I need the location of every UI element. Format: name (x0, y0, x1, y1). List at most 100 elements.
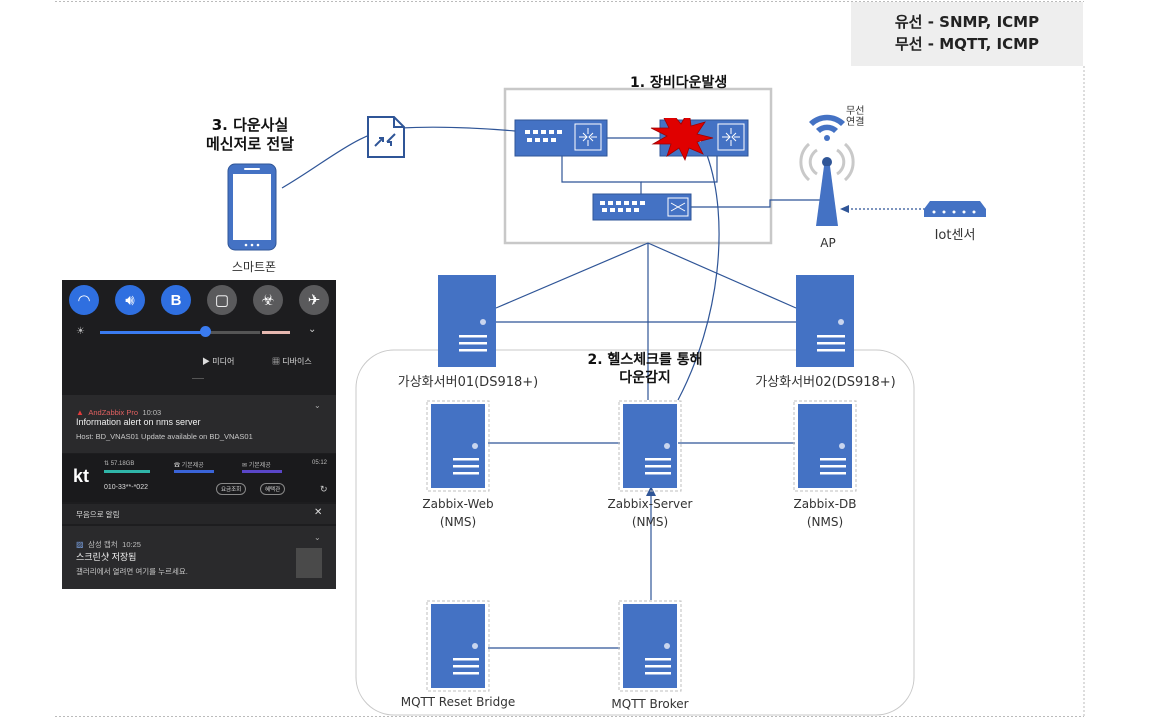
notif2-time: 10:25 (122, 540, 141, 549)
nas-server-2-label: 가상화서버02(DS918+) (755, 375, 896, 390)
zabbix-web-server-icon (426, 400, 490, 492)
expand-icon[interactable]: ⌄ (314, 533, 321, 542)
close-icon[interactable]: ✕ (314, 507, 323, 518)
warning-icon: ▲ (76, 408, 84, 417)
wifi-icon (809, 114, 845, 141)
device-button[interactable]: ▦ 디바이스 (272, 356, 312, 367)
notif1-body: Host: BD_VNAS01 Update available on BD_V… (76, 432, 253, 441)
ap-wireless-line2: 연결 (846, 117, 865, 128)
kt-logo: kt (73, 466, 90, 486)
zabbix-server-line1: Zabbix-Server (607, 497, 693, 511)
mqtt-broker-icon (618, 600, 682, 692)
media-label: 미디어 (212, 357, 235, 366)
step2-line1: 2. 헬스체크를 통해 (587, 352, 703, 368)
kt-bill-button[interactable]: 요금조회 (216, 483, 247, 495)
ap-wireless-line1: 무선 (846, 106, 865, 117)
rotation-lock-icon: ▢ (214, 292, 230, 309)
zabbix-web-label: Zabbix-Web (NMS) (398, 495, 518, 531)
step3-line1: 3. 다운사실 (211, 116, 289, 134)
kt-clock: 05:12 (312, 460, 328, 466)
kt-data-bar (104, 470, 150, 473)
ap-label: AP (820, 236, 836, 250)
image-icon: ▨ (76, 540, 84, 549)
explosion-icon (650, 118, 714, 162)
access-point-icon (799, 114, 855, 226)
volume-toggle[interactable]: 🔊︎ (115, 285, 145, 315)
zabbix-db-label: Zabbix-DB (NMS) (765, 495, 885, 531)
kt-sms-bar (242, 470, 282, 473)
play-icon: ▶ (202, 357, 210, 366)
brightness-slider-track (205, 331, 260, 334)
kt-call: ☎ 기본제공 (174, 463, 204, 469)
flashlight-icon: ☣ (261, 292, 275, 309)
kt-data: ⇅ 57.18GB (104, 461, 135, 467)
screenshot-header: ▨ 삼성 캡처 10:25 (76, 534, 141, 552)
kt-sms: ✉ 기본제공 (242, 463, 271, 469)
notif1-time: 10:03 (142, 408, 162, 417)
messenger-file-icon (367, 116, 405, 158)
ap-wireless-label: 무선 연결 (846, 106, 864, 128)
wifi-toggle[interactable]: ◠ (69, 285, 99, 315)
step3-label: 3. 다운사실 메신저로 전달 (180, 116, 320, 154)
step1-label: 1. 장비다운발생 (630, 75, 728, 91)
legend-wireless: 무선 - MQTT, ICMP (894, 35, 1040, 53)
brightness-slider-fill (100, 331, 205, 334)
brightness-icon: ☀ (76, 326, 85, 337)
iot-sensor-icon (924, 201, 986, 217)
kt-data-value: 57.18GB (110, 461, 135, 467)
devices-icon: ▦ (272, 357, 280, 366)
kt-call-bar (174, 470, 214, 473)
notif1-app: AndZabbix Pro (88, 408, 138, 417)
mqtt-reset-bridge-label: MQTT Reset Bridge (400, 695, 516, 709)
notif2-app: 삼성 캡처 (88, 540, 118, 549)
chevron-down-icon[interactable]: ⌄ (308, 324, 317, 335)
zabbix-web-line2: (NMS) (439, 515, 477, 529)
mqtt-broker-label: MQTT Broker (611, 697, 689, 711)
zabbix-server-label: Zabbix-Server (NMS) (588, 495, 712, 531)
l2-switch-icon (592, 193, 692, 221)
brightness-extra-bar (262, 331, 290, 334)
kt-widget[interactable]: kt ⇅ 57.18GB ☎ 기본제공 ✉ 기본제공 05:12 010-33*… (62, 454, 336, 502)
legend-wired: 유선 - SNMP, ICMP (894, 13, 1040, 31)
zabbix-web-line1: Zabbix-Web (422, 497, 494, 511)
zabbix-db-server-icon (793, 400, 857, 492)
airplane-icon: ✈ (307, 292, 321, 309)
bluetooth-icon: B (170, 291, 182, 309)
refresh-icon[interactable]: ↻ (320, 484, 328, 494)
notif2-title: 스크린샷 저장됨 (76, 552, 137, 562)
kt-call-value: 기본제공 (181, 463, 204, 469)
volume-icon: 🔊︎ (125, 291, 135, 309)
zabbix-server-line2: (NMS) (631, 515, 669, 529)
kt-benefit-button[interactable]: 혜택관 (260, 483, 286, 495)
nas-server-1-label: 가상화서버01(DS918+) (397, 375, 539, 390)
airplane-toggle[interactable]: ✈ (299, 285, 329, 315)
rotation-lock-toggle[interactable]: ▢ (207, 285, 237, 315)
silent-section-header: 무음으로 알림 ✕ (62, 504, 336, 524)
device-label: 디바이스 (282, 357, 312, 366)
kt-sms-value: 기본제공 (248, 463, 271, 469)
andzabbix-header: ▲ AndZabbix Pro 10:03 (76, 402, 161, 420)
phone-notification-panel: ◠ 🔊︎ B ▢ ☣ ✈ ☀ ⌄ ▶ 미디어 ▦ 디바이스 ▲ AndZabbi… (62, 280, 336, 589)
mqtt-reset-bridge-icon (426, 600, 490, 692)
step2-label: 2. 헬스체크를 통해 다운감지 (560, 351, 730, 387)
notif1-title: Information alert on nms server (76, 417, 201, 427)
brightness-slider-thumb[interactable] (200, 326, 211, 337)
flashlight-toggle[interactable]: ☣ (253, 285, 283, 315)
andzabbix-notification[interactable]: ▲ AndZabbix Pro 10:03 ⌄ Information aler… (62, 395, 336, 453)
smartphone-label: 스마트폰 (231, 260, 277, 274)
silent-label: 무음으로 알림 (76, 510, 120, 519)
bluetooth-toggle[interactable]: B (161, 285, 191, 315)
zabbix-db-line1: Zabbix-DB (793, 497, 857, 511)
expand-icon[interactable]: ⌄ (314, 401, 321, 410)
nas-server-2-icon (796, 275, 854, 367)
step3-line2: 메신저로 전달 (205, 135, 295, 153)
screenshot-notification[interactable]: ▨ 삼성 캡처 10:25 ⌄ 스크린샷 저장됨 갤러리에서 열려면 여기를 누… (62, 526, 336, 589)
protocol-legend: 유선 - SNMP, ICMP 무선 - MQTT, ICMP (851, 2, 1083, 66)
kt-phone-number: 010-33**-*022 (104, 484, 148, 491)
notif2-body: 갤러리에서 열려면 여기를 누르세요. (76, 567, 188, 576)
media-button[interactable]: ▶ 미디어 (202, 356, 234, 367)
nas-server-1-icon (438, 275, 496, 367)
zabbix-db-line2: (NMS) (806, 515, 844, 529)
zabbix-server-icon (618, 400, 682, 492)
step2-line2: 다운감지 (619, 370, 671, 386)
